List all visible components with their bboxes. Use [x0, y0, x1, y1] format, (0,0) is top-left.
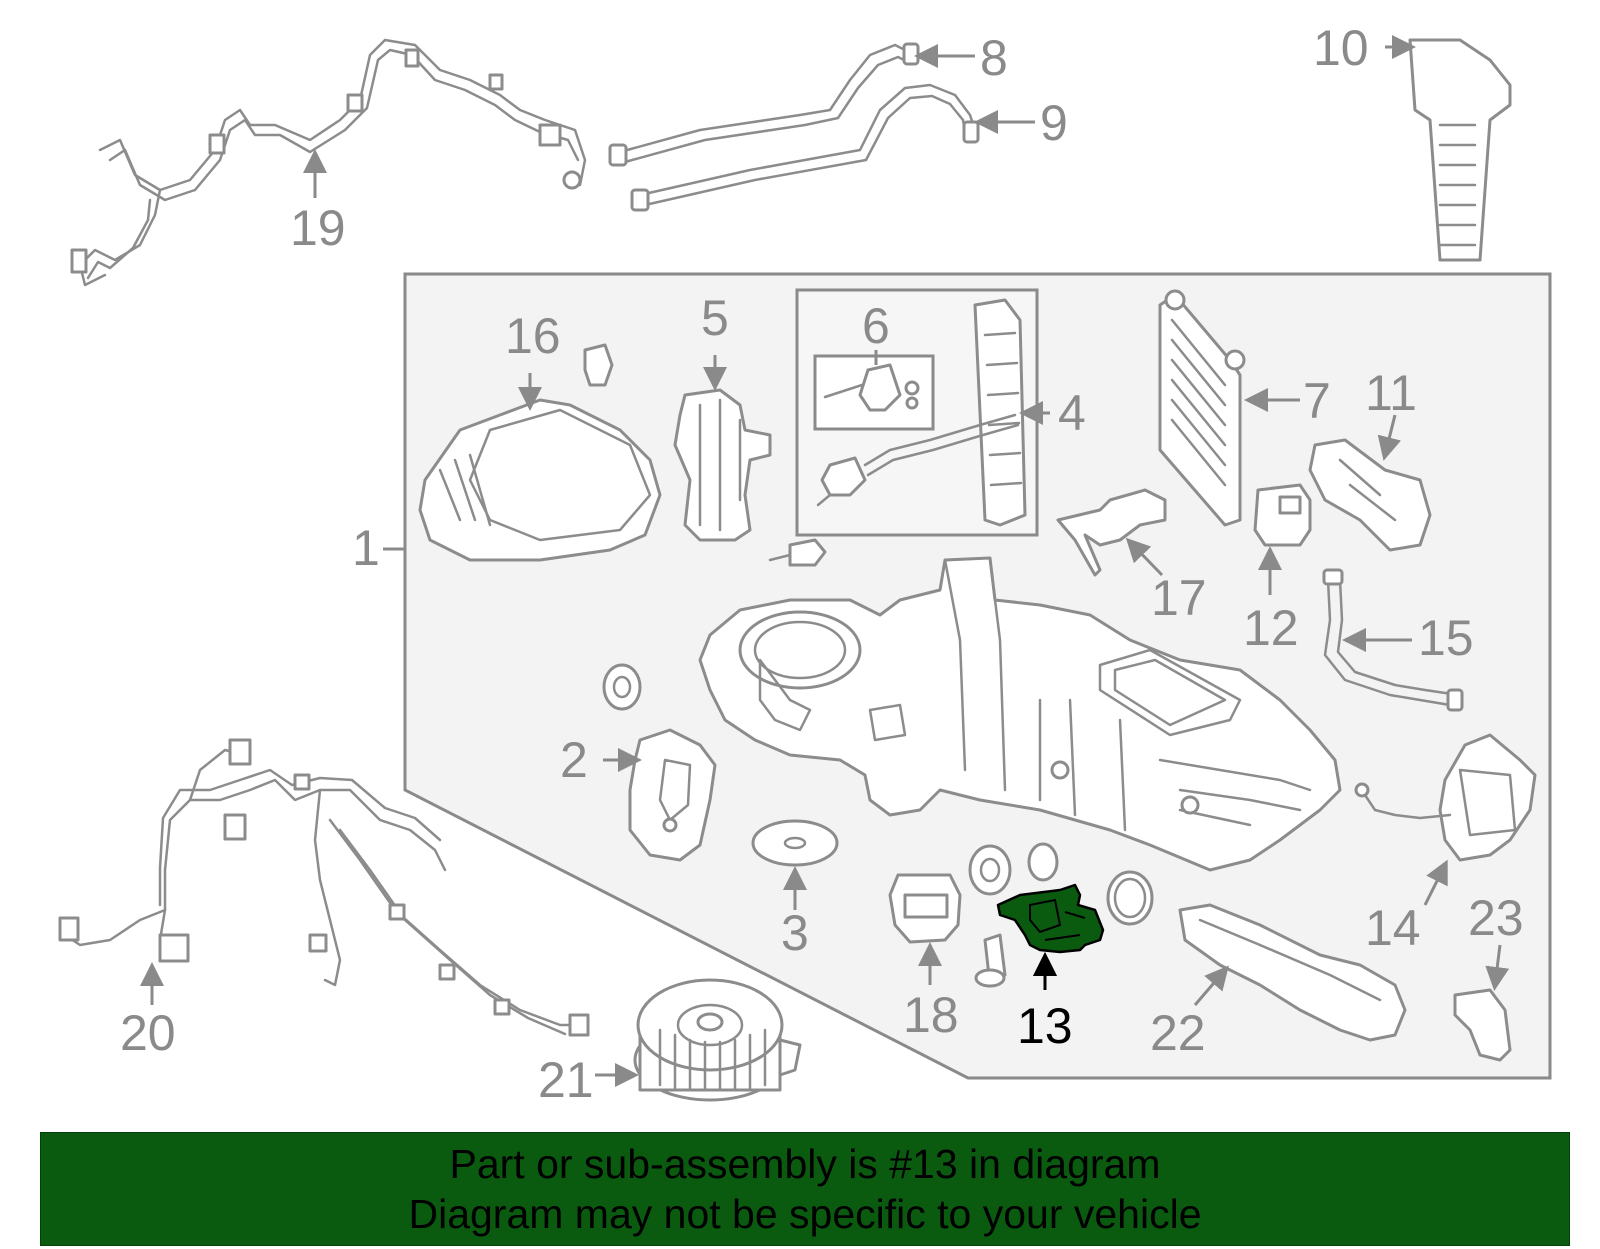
- part-5-bracket: [673, 388, 772, 542]
- hvac-parts-diagram: 1 2 3 4 5 6 7 8 9 10 11 12 13 14 15 16 1…: [58, 20, 1552, 1108]
- callout-labels: 1 2 3 4 5 6 7 8 9 10 11 12 13 14 15 16 1…: [120, 20, 1524, 1108]
- callout-21: 21: [538, 1052, 594, 1108]
- leader-lines: [140, 35, 1510, 1087]
- callout-16: 16: [505, 308, 561, 364]
- part-14-actuator: [1354, 733, 1537, 862]
- part-23-bracket: [1453, 988, 1512, 1062]
- callout-18: 18: [903, 987, 959, 1043]
- part-21-blower-motor: [633, 978, 802, 1102]
- part-20-wiring-harness: [58, 738, 590, 1037]
- callout-12: 12: [1243, 600, 1299, 656]
- part-6-valve: [823, 363, 920, 412]
- callout-1: 1: [352, 520, 380, 576]
- part-13-actuator-highlighted[interactable]: [996, 883, 1105, 954]
- callout-13[interactable]: 13: [1017, 998, 1073, 1054]
- part-bolt-upper: [768, 538, 827, 567]
- part-10-heater-core: [1408, 38, 1512, 262]
- part-2-seal: [628, 728, 717, 862]
- part-19-wiring-harness: [70, 38, 587, 287]
- part-8-9-tubes: [608, 42, 980, 212]
- part-4-evaporator: [816, 298, 1027, 527]
- callout-15: 15: [1418, 610, 1474, 666]
- part-grommet-left: [602, 663, 642, 711]
- banner-line-1: Part or sub-assembly is #13 in diagram: [449, 1141, 1161, 1187]
- info-banner: Part or sub-assembly is #13 in diagram D…: [40, 1132, 1570, 1246]
- callout-9: 9: [1040, 95, 1068, 151]
- callout-2: 2: [560, 732, 588, 788]
- callout-23: 23: [1468, 890, 1524, 946]
- part-7-heater-core: [1158, 289, 1246, 527]
- part-16-blower-housing: [418, 398, 662, 562]
- part-bolt-lower: [974, 933, 1007, 988]
- part-11-duct: [1308, 438, 1432, 552]
- callout-19: 19: [290, 200, 346, 256]
- callout-22: 22: [1150, 1005, 1206, 1061]
- callout-10: 10: [1313, 20, 1369, 76]
- part-clip: [583, 343, 614, 387]
- callout-17: 17: [1151, 570, 1207, 626]
- banner-line-2: Diagram may not be specific to your vehi…: [408, 1191, 1202, 1237]
- callout-5: 5: [701, 290, 729, 346]
- callout-8: 8: [980, 30, 1008, 86]
- part-1-hvac-case: [698, 556, 1342, 872]
- part-12-actuator: [1253, 483, 1312, 547]
- callout-20: 20: [120, 1005, 176, 1061]
- part-grommets-center: [968, 842, 1154, 926]
- part-3-seal: [751, 819, 839, 867]
- part-22-duct: [1178, 903, 1407, 1042]
- part-15-hose: [1322, 568, 1464, 712]
- callout-7: 7: [1303, 373, 1331, 429]
- callout-3: 3: [781, 905, 809, 961]
- part-17-sensor: [1056, 488, 1167, 577]
- part-18-resistor: [888, 873, 962, 944]
- callout-14: 14: [1365, 900, 1421, 956]
- callout-4: 4: [1058, 385, 1086, 441]
- callout-6: 6: [862, 298, 890, 354]
- callout-11: 11: [1365, 365, 1417, 421]
